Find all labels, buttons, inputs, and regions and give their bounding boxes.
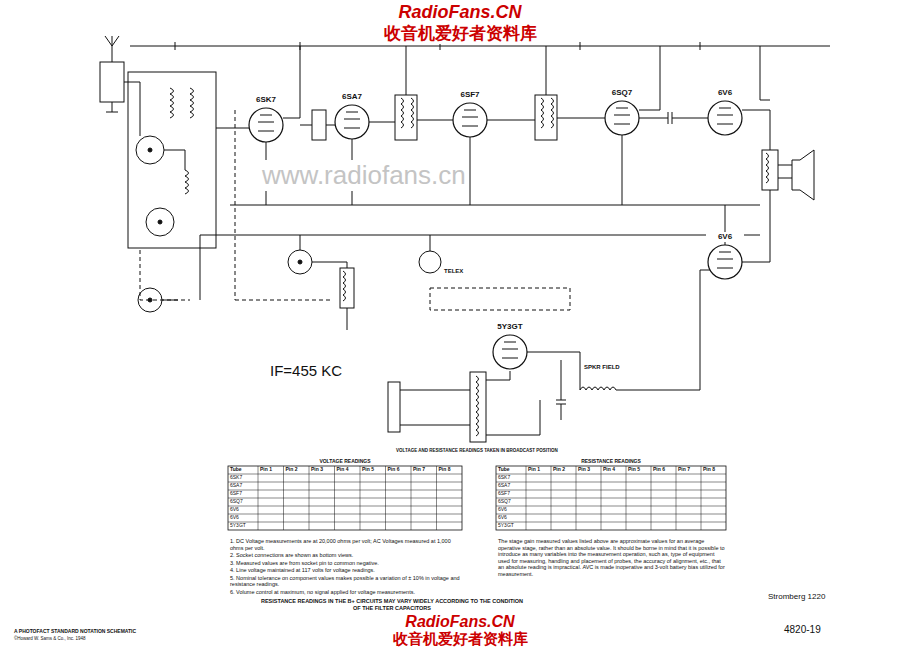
tube-envelope (333, 104, 371, 140)
tube-type: 5Y3GT (491, 322, 529, 332)
table-cell: Tube (230, 467, 242, 473)
table-cell: 5Y3GT (230, 523, 246, 529)
tube-type: 6V6 (706, 88, 744, 98)
table-cell: 6V6 (230, 507, 239, 513)
watermark: RadioFans.CN (398, 2, 521, 24)
tube-envelope (491, 334, 529, 370)
table-cell: 6V6 (498, 515, 507, 521)
watermark: 收音机爱好者资料库 (393, 630, 528, 648)
tube-envelope (706, 244, 744, 280)
table-cell: 6SA7 (498, 483, 510, 489)
table-cell: Pin 7 (678, 467, 690, 473)
warning-note: RESISTANCE READINGS IN THE B+ CIRCUITS M… (257, 598, 527, 612)
tube-envelope (706, 100, 744, 136)
table-cell: Pin 5 (628, 467, 640, 473)
copyright: ©Howard W. Sams & Co., Inc. 1948 (14, 636, 86, 641)
tube-type: 6SQ7 (603, 88, 641, 98)
measurement-note: 6. Volume control at maximum, no signal … (230, 589, 462, 596)
table-title: RESISTANCE READINGS (581, 458, 641, 464)
table-cell: Pin 1 (260, 467, 272, 473)
tube-type: 6SF7 (451, 90, 489, 100)
table-heading: VOLTAGE AND RESISTANCE READINGS TAKEN IN… (396, 448, 558, 453)
watermark: RadioFans.CN (405, 612, 514, 631)
tube-envelope (451, 102, 489, 138)
tube-type: 6V6 (706, 232, 744, 242)
table-cell: Pin 4 (603, 467, 615, 473)
field-coil-label: SPKR FIELD (584, 364, 620, 371)
vacuum-tube: 6V6 (706, 88, 744, 136)
vacuum-tube: 6SA7 (333, 92, 371, 140)
table-cell: Pin 2 (286, 467, 298, 473)
tube-envelope (603, 100, 641, 136)
table-cell: Pin 7 (413, 467, 425, 473)
measurement-note: 1. DC Voltage measurements are at 20,000… (230, 538, 462, 551)
table-cell: Pin 6 (653, 467, 665, 473)
vacuum-tube: 6V6 (706, 232, 744, 280)
tube-type: 6SK7 (247, 95, 285, 105)
model-name: Stromberg 1220 (768, 592, 825, 602)
vacuum-tube: 6SK7 (247, 95, 285, 143)
table-cell: 6SK7 (498, 475, 510, 481)
table-cell: 6SQ7 (498, 499, 511, 505)
vacuum-tube: 6SF7 (451, 90, 489, 138)
vacuum-tube: 6SQ7 (603, 88, 641, 136)
jack-label: TELEX (444, 268, 463, 275)
tube-type: 6SA7 (333, 92, 371, 102)
table-cell: 6V6 (498, 507, 507, 513)
table-cell: Pin 2 (553, 467, 565, 473)
measurement-note: 4. Line voltage maintained at 117 volts … (230, 567, 462, 574)
publisher-note: A PHOTOFACT STANDARD NOTATION SCHEMATIC (14, 628, 136, 634)
table-cell: Pin 3 (311, 467, 323, 473)
tube-envelope (247, 107, 285, 143)
table-cell: 6SA7 (230, 483, 242, 489)
measurement-note: 3. Measured values are from socket pin t… (230, 560, 462, 567)
set-number: 4820-19 (784, 624, 821, 636)
table-cell: 6SQ7 (230, 499, 243, 505)
watermark: 收音机爱好者资料库 (384, 24, 537, 44)
watermark: www.radiofans.cn (262, 160, 466, 191)
table-cell: Pin 4 (337, 467, 349, 473)
table-cell: 6SF7 (498, 491, 510, 497)
table-cell: Pin 8 (439, 467, 451, 473)
table-cell: 6V6 (230, 515, 239, 521)
table-cell: 6SF7 (230, 491, 242, 497)
frequency-note: IF=455 KC (270, 362, 342, 380)
table-title: VOLTAGE READINGS (319, 458, 370, 464)
table-cell: Tube (498, 467, 510, 473)
measurement-note: 2. Socket connections are shown as botto… (230, 552, 462, 559)
table-cell: Pin 1 (528, 467, 540, 473)
stage-gain-note: The stage gain measured values listed ab… (498, 538, 726, 577)
table-cell: Pin 8 (703, 467, 715, 473)
table-cell: 5Y3GT (498, 523, 514, 529)
table-cell: Pin 5 (362, 467, 374, 473)
table-cell: Pin 3 (578, 467, 590, 473)
table-cell: 6SK7 (230, 475, 242, 481)
vacuum-tube: 5Y3GT (491, 322, 529, 370)
measurement-note: 5. Nominal tolerance on component values… (230, 575, 462, 588)
table-cell: Pin 6 (388, 467, 400, 473)
